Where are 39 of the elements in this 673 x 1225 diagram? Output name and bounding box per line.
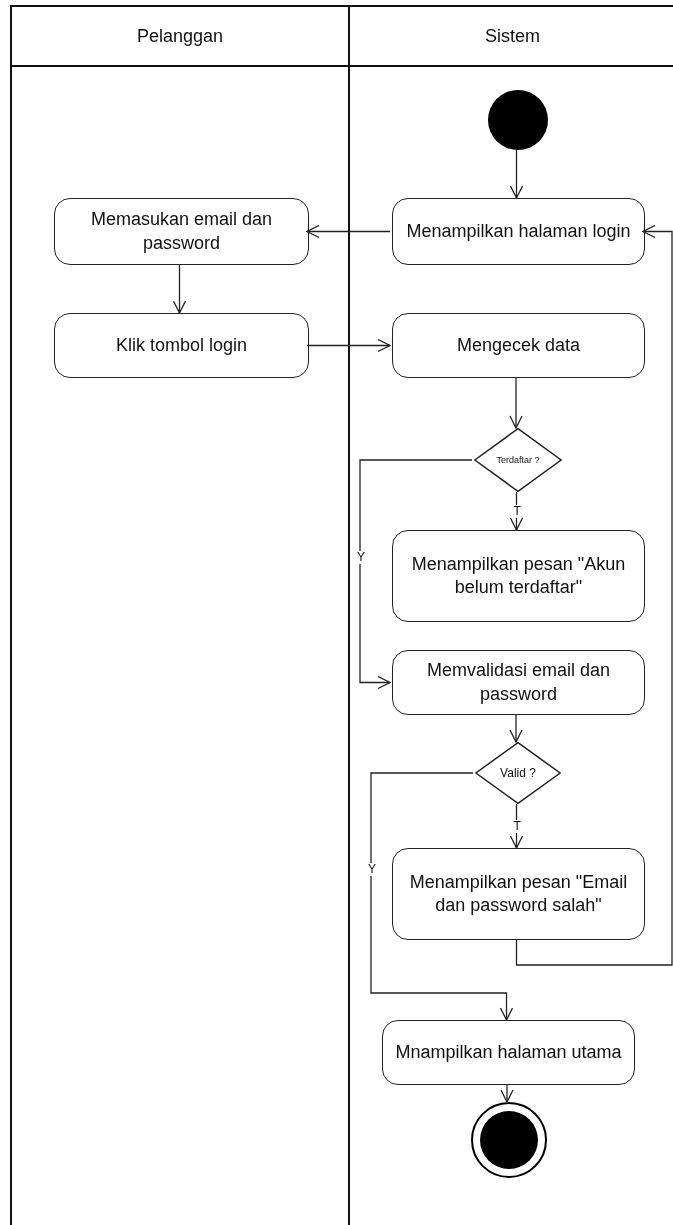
arrow bbox=[509, 714, 523, 743]
activity-box bbox=[54, 198, 309, 265]
arrow bbox=[515, 224, 673, 966]
arrow bbox=[370, 772, 514, 1021]
lane-title: Pelanggan bbox=[136, 25, 224, 47]
activity-label: Mengecek data bbox=[456, 333, 581, 357]
activity-label: Memasukan email dan password bbox=[89, 208, 274, 255]
activity-label: Menampilkan pesan "Email dan password salah" bbox=[408, 870, 629, 917]
start-node bbox=[488, 90, 548, 150]
activity-label: Mnampilkan halaman utama bbox=[395, 1040, 622, 1064]
activity-box bbox=[392, 650, 645, 715]
activity-box bbox=[392, 530, 645, 622]
activity-label: Menampilkan pesan "Akun belum terdaftar" bbox=[410, 552, 627, 599]
decision-diamond bbox=[474, 428, 562, 492]
arrow bbox=[359, 459, 473, 690]
activity-label: Klik tombol login bbox=[115, 333, 248, 357]
activity-label: Menampilkan halaman login bbox=[406, 219, 631, 243]
arrow bbox=[306, 338, 391, 353]
activity-box bbox=[54, 313, 309, 378]
edge-label: T bbox=[512, 820, 522, 833]
decision-diamond bbox=[475, 742, 561, 804]
decision-label: Terdaftar ? bbox=[496, 455, 540, 465]
arrow bbox=[509, 377, 523, 429]
activity-box bbox=[382, 1020, 635, 1085]
activity-label: Memvalidasi email dan password bbox=[425, 659, 612, 706]
decision-label: Valid ? bbox=[500, 766, 536, 780]
edge-label: Y bbox=[356, 551, 366, 565]
swimlane bbox=[348, 5, 673, 1225]
arrow bbox=[500, 1084, 514, 1103]
lane-title: Sistem bbox=[485, 25, 540, 47]
edge-label: T bbox=[512, 505, 522, 518]
activity-box bbox=[392, 848, 645, 940]
arrow bbox=[509, 149, 524, 199]
activity-box bbox=[392, 198, 645, 265]
edge-label: Y bbox=[367, 863, 377, 876]
activity-box bbox=[392, 313, 645, 378]
arrow bbox=[172, 264, 187, 314]
arrow bbox=[306, 224, 391, 239]
swimlane bbox=[10, 5, 348, 1225]
